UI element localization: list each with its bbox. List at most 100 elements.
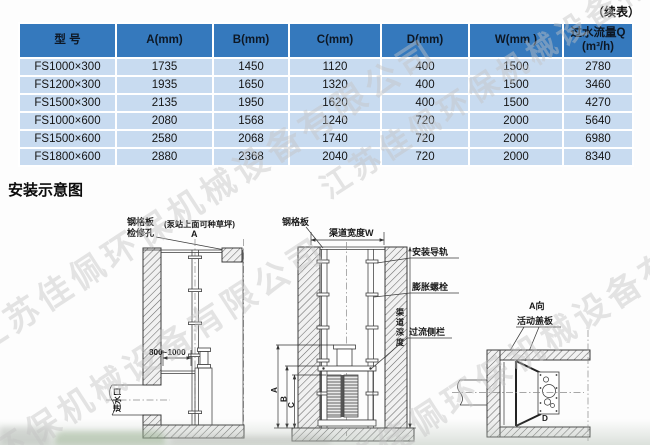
label-inlet: 进水口 <box>112 388 122 413</box>
header-model: 型 号 <box>18 22 117 59</box>
header-c: C(mm) <box>288 22 382 59</box>
value-cell: 400 <box>380 93 470 113</box>
value-cell: 2580 <box>115 129 214 149</box>
plan-top-wall <box>486 349 591 361</box>
value-cell: 1568 <box>212 111 290 131</box>
header-row: 型 号 A(mm) B(mm) C(mm) D(mm) W(mm ) 过水流量Q… <box>18 22 634 59</box>
label-channel-depth: 渠 道 深 度 <box>395 307 405 347</box>
value-cell: 2368 <box>212 147 290 167</box>
label-flow-fence: 过流侧栏 <box>409 326 445 337</box>
value-cell: 1740 <box>288 129 382 149</box>
spec-table: 型 号 A(mm) B(mm) C(mm) D(mm) W(mm ) 过水流量Q… <box>18 22 634 167</box>
value-cell: 2000 <box>468 129 564 149</box>
header-flow-line1: 过水流量Q <box>570 26 626 39</box>
spec-table-head: 型 号 A(mm) B(mm) C(mm) D(mm) W(mm ) 过水流量Q… <box>18 22 634 59</box>
header-flow: 过水流量Q (m³/h) <box>562 22 634 59</box>
section-heading: 安装示意图 <box>8 182 84 199</box>
value-cell: 1650 <box>212 75 290 95</box>
platform <box>161 370 195 374</box>
installation-diagram: 钢格板 检修孔 (泵站上面可种草坪) A <box>106 216 591 442</box>
model-cell: FS1500×300 <box>18 93 117 113</box>
value-cell: 720 <box>380 129 470 149</box>
left-section-view: 钢格板 检修孔 (泵站上面可种草坪) A <box>106 216 245 439</box>
svg-text:渠: 渠 <box>395 307 405 317</box>
label-expansion-bolt: 膨胀螺栓 <box>411 281 448 292</box>
model-cell: FS1000×300 <box>18 57 117 77</box>
value-cell: 400 <box>380 75 470 95</box>
label-steel-grate: 钢格板 <box>127 216 155 227</box>
value-cell: 1500 <box>468 93 564 113</box>
plan-view-a: A向 活动盖板 D <box>452 300 591 441</box>
model-cell: FS1000×600 <box>18 111 117 131</box>
floor-slab-hatch <box>142 424 245 439</box>
value-cell: 720 <box>380 147 470 167</box>
value-cell: 2000 <box>468 111 564 131</box>
inlet-pipe <box>112 384 161 416</box>
value-cell: 2068 <box>212 129 290 149</box>
header-b: B(mm) <box>212 22 290 59</box>
rail-bolts <box>316 259 379 396</box>
channel-left-wall <box>297 246 321 429</box>
header-flow-line2: (m³/h) <box>582 40 614 53</box>
label-steel-grate: 钢格板 <box>282 216 310 227</box>
value-cell: 1500 <box>468 57 564 77</box>
label-dim-800-1000: 800~1000 <box>149 348 186 357</box>
value-cell: 1620 <box>288 93 382 113</box>
dim-label-d: D <box>542 414 548 423</box>
model-cell: FS1200×300 <box>18 75 117 95</box>
value-cell: 1950 <box>212 93 290 113</box>
value-cell: 4270 <box>562 93 634 113</box>
label-view-a: A向 <box>529 300 545 311</box>
guide-rails <box>321 249 374 428</box>
value-cell: 2040 <box>288 147 382 167</box>
value-cell: 1120 <box>288 57 382 77</box>
label-channel-width: 渠道宽度W <box>328 227 374 238</box>
value-cell: 720 <box>380 111 470 131</box>
header-d: D(mm) <box>380 22 470 59</box>
riser-pipe <box>191 250 199 425</box>
left-wall-hatch <box>142 247 162 386</box>
header-w: W(mm ) <box>468 22 564 59</box>
plan-inlet-pipe <box>460 379 487 406</box>
bolt-plate <box>537 371 560 415</box>
label-guide-rail: 安装导轨 <box>412 246 448 257</box>
svg-text:度: 度 <box>396 337 405 347</box>
value-cell: 3460 <box>562 75 634 95</box>
channel-section-view: 钢格板 渠道宽度W <box>270 216 459 442</box>
discharge-fitting <box>197 347 211 369</box>
value-cell: 2880 <box>115 147 214 167</box>
value-cell: 2135 <box>115 93 214 113</box>
dim-label-b: B <box>280 396 289 402</box>
value-cell: 1500 <box>468 75 564 95</box>
label-movable-cover: 活动盖板 <box>517 315 554 326</box>
value-cell: 1240 <box>288 111 382 131</box>
header-a: A(mm) <box>115 22 214 59</box>
value-cell: 6980 <box>562 129 634 149</box>
cover-plates <box>515 360 542 427</box>
label-inspection-hole: 检修孔 <box>127 227 154 238</box>
value-cell: 1735 <box>115 57 214 77</box>
value-cell: 5640 <box>562 111 634 131</box>
value-cell: 2780 <box>562 57 634 77</box>
value-cell: 8340 <box>562 147 634 167</box>
plan-bottom-wall <box>486 426 591 438</box>
value-cell: 1450 <box>212 57 290 77</box>
value-cell: 2080 <box>115 111 214 131</box>
corner-block-hatch <box>221 247 243 263</box>
plan-left-wall <box>486 349 501 438</box>
continuation-note: （续表） <box>591 5 640 19</box>
pump-body <box>194 367 213 426</box>
dim-label-c: C <box>287 402 296 408</box>
dim-label-a: A <box>270 387 279 393</box>
label-lawn-note: (泵站上面可种草坪) <box>164 219 235 229</box>
svg-text:深: 深 <box>396 327 405 337</box>
value-cell: 1935 <box>115 75 214 95</box>
label-view-marker-a: A <box>191 229 198 239</box>
